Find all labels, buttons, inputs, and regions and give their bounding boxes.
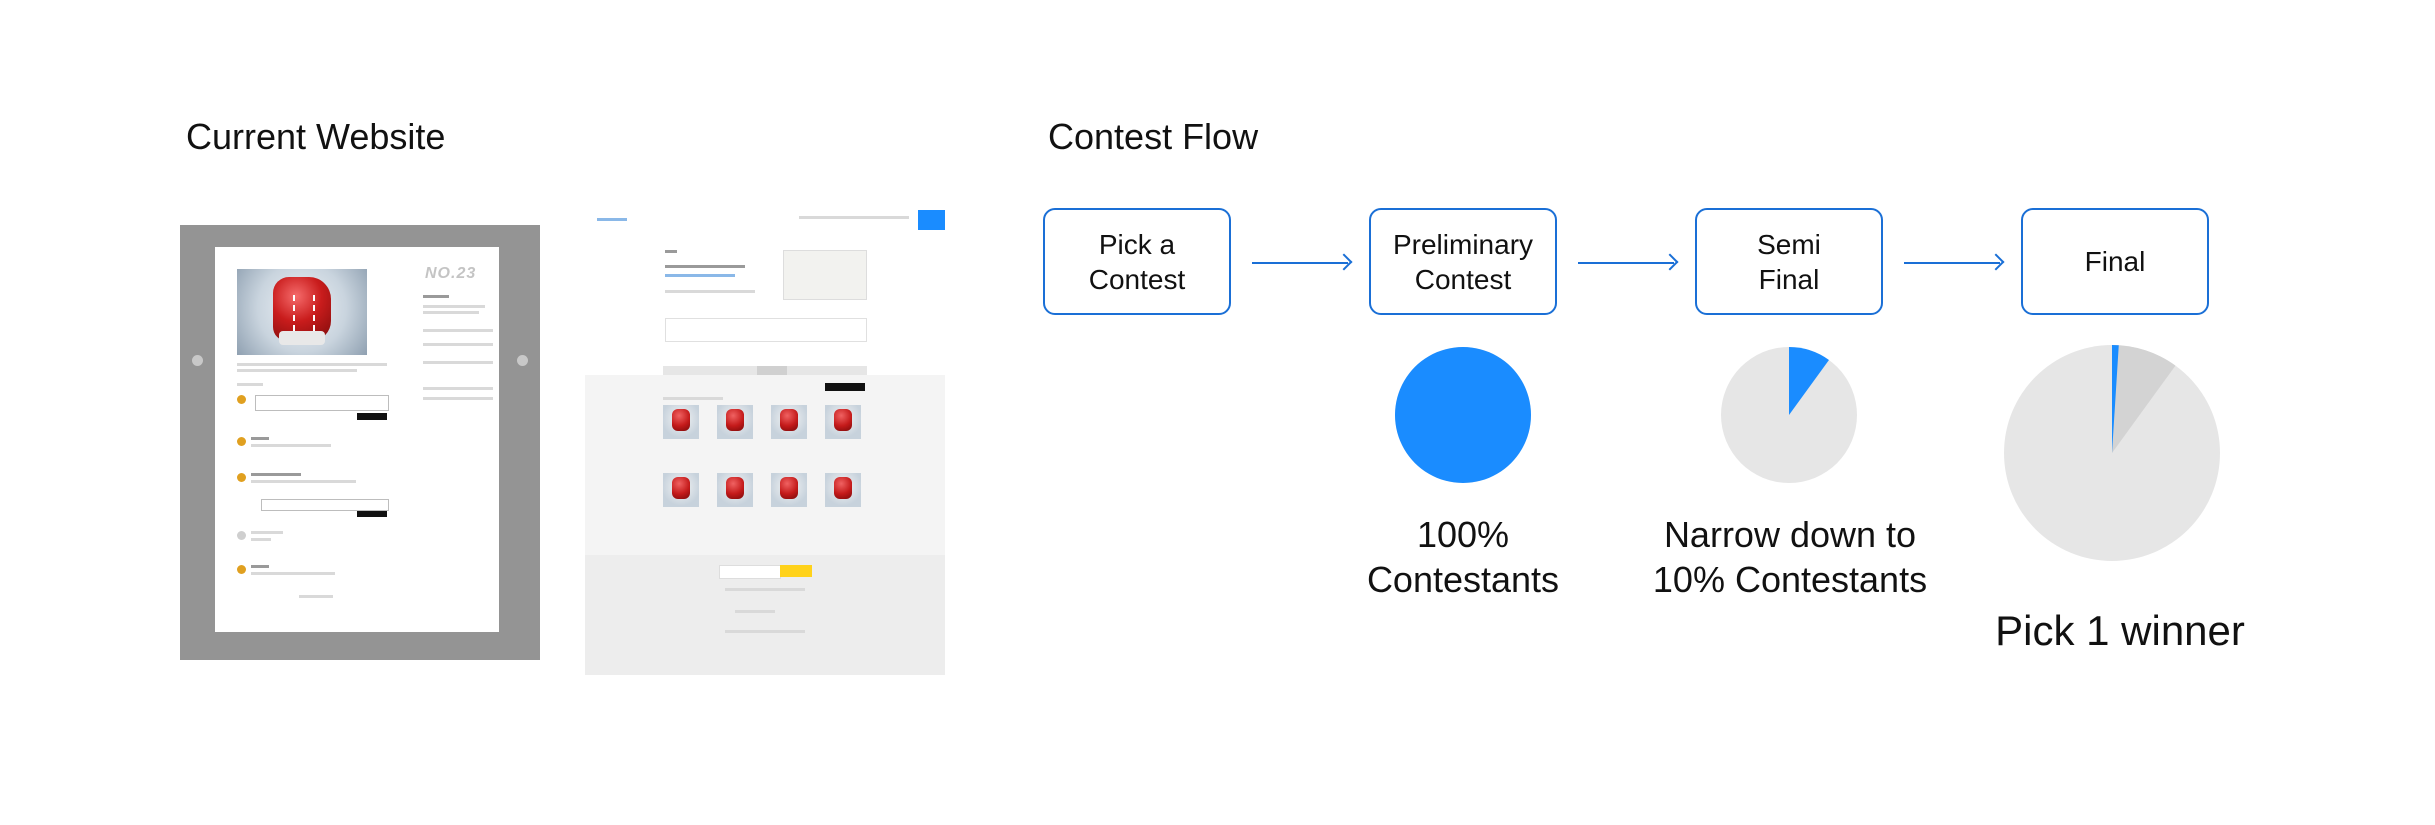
contest-flow-title: Contest Flow: [1048, 116, 1259, 157]
entry-thumbnail[interactable]: [717, 473, 753, 507]
entry-thumbnail[interactable]: [825, 405, 861, 439]
pie-selected-slice: [1789, 347, 1829, 415]
description-text: [237, 369, 357, 372]
pie-semi-final: [1721, 347, 1857, 483]
caption-preliminary: 100% Contestants: [1366, 514, 1560, 600]
comment-submit-button[interactable]: [357, 413, 387, 420]
arrow-icon: [1904, 262, 2000, 264]
entry-thumbnail[interactable]: [771, 405, 807, 439]
reply-input[interactable]: [261, 499, 389, 511]
pie-preliminary: [1394, 347, 1531, 483]
comment-author: [251, 565, 269, 568]
breadcrumb: [665, 250, 677, 253]
contest-stats: [665, 318, 867, 342]
pie-final: [2004, 345, 2220, 561]
contest-banner-image: [783, 250, 867, 300]
listing-tabs[interactable]: [663, 366, 867, 377]
side-text: [423, 305, 485, 308]
step-final: Final: [2021, 208, 2209, 315]
side-row: [423, 361, 493, 364]
avatar: [237, 565, 246, 574]
contest-title: [665, 265, 745, 268]
prev-arrow-icon: [192, 355, 203, 366]
arrow-icon: [1252, 262, 1348, 264]
step-label: Pick a Contest: [1088, 228, 1186, 295]
reply-submit-button[interactable]: [357, 511, 387, 517]
detail-page: NO.23: [215, 247, 499, 632]
website-mockup-detail: NO.23: [180, 225, 540, 660]
arrow-icon: [1578, 262, 1674, 264]
social-icons[interactable]: [735, 610, 775, 613]
entry-thumbnail[interactable]: [771, 473, 807, 507]
pie-previous-slice: [2112, 345, 2176, 453]
comment-author: [251, 437, 269, 440]
avatar: [237, 473, 246, 482]
contest-meta: [665, 274, 735, 277]
glove-lace: [293, 295, 315, 331]
comment-text: [251, 572, 335, 575]
subscribe-button[interactable]: [780, 565, 812, 577]
boxing-glove-image: [237, 269, 367, 355]
boxing-glove-icon: [273, 277, 331, 341]
website-mockup-listing: [585, 210, 945, 675]
step-label: Final: [2084, 246, 2146, 277]
footer-links[interactable]: [725, 630, 805, 633]
entry-thumbnail[interactable]: [825, 473, 861, 507]
description-text: [237, 363, 387, 366]
sort-button[interactable]: [825, 383, 865, 391]
step-semi-final: Semi Final: [1695, 208, 1883, 315]
pie-selected-slice: [1394, 347, 1531, 483]
entry-thumbnail[interactable]: [717, 405, 753, 439]
top-nav[interactable]: [799, 216, 909, 219]
side-row: [423, 329, 493, 332]
comment-text: [251, 480, 356, 483]
avatar: [237, 531, 246, 540]
entry-number-badge: NO.23: [425, 265, 477, 282]
avatar: [237, 437, 246, 446]
side-row: [423, 343, 493, 346]
side-text: [423, 311, 479, 314]
footer-text: [725, 588, 805, 591]
filter-bar[interactable]: [663, 397, 723, 400]
side-row: [423, 397, 493, 400]
load-more-link[interactable]: [299, 595, 333, 598]
caption-final: Pick 1 winner: [1995, 607, 2245, 654]
contest-info: [665, 290, 755, 293]
comment-author: [251, 531, 283, 534]
side-heading: [423, 295, 449, 298]
subscribe-input[interactable]: [719, 565, 781, 579]
step-label: Preliminary Contest: [1392, 228, 1534, 295]
comment-text: [251, 538, 271, 541]
next-arrow-icon: [517, 355, 528, 366]
caption-semi-final: Narrow down to 10% Contestants: [1652, 514, 1928, 600]
entry-thumbnail[interactable]: [663, 405, 699, 439]
pie-selected-slice: [2112, 345, 2119, 453]
side-row: [423, 387, 493, 390]
current-website-title: Current Website: [186, 116, 446, 157]
comment-text: [251, 444, 331, 447]
site-logo: [597, 218, 627, 221]
glove-cuff: [279, 331, 325, 345]
nav-cta-button[interactable]: [918, 210, 945, 230]
comment-input[interactable]: [255, 395, 389, 411]
entry-thumbnail[interactable]: [663, 473, 699, 507]
comment-count: [237, 383, 263, 386]
avatar: [237, 395, 246, 404]
step-pick-contest: Pick a Contest: [1043, 208, 1231, 315]
entries-area: [585, 375, 945, 555]
comment-author: [251, 473, 301, 476]
step-preliminary-contest: Preliminary Contest: [1369, 208, 1557, 315]
step-label: Semi Final: [1757, 228, 1821, 295]
